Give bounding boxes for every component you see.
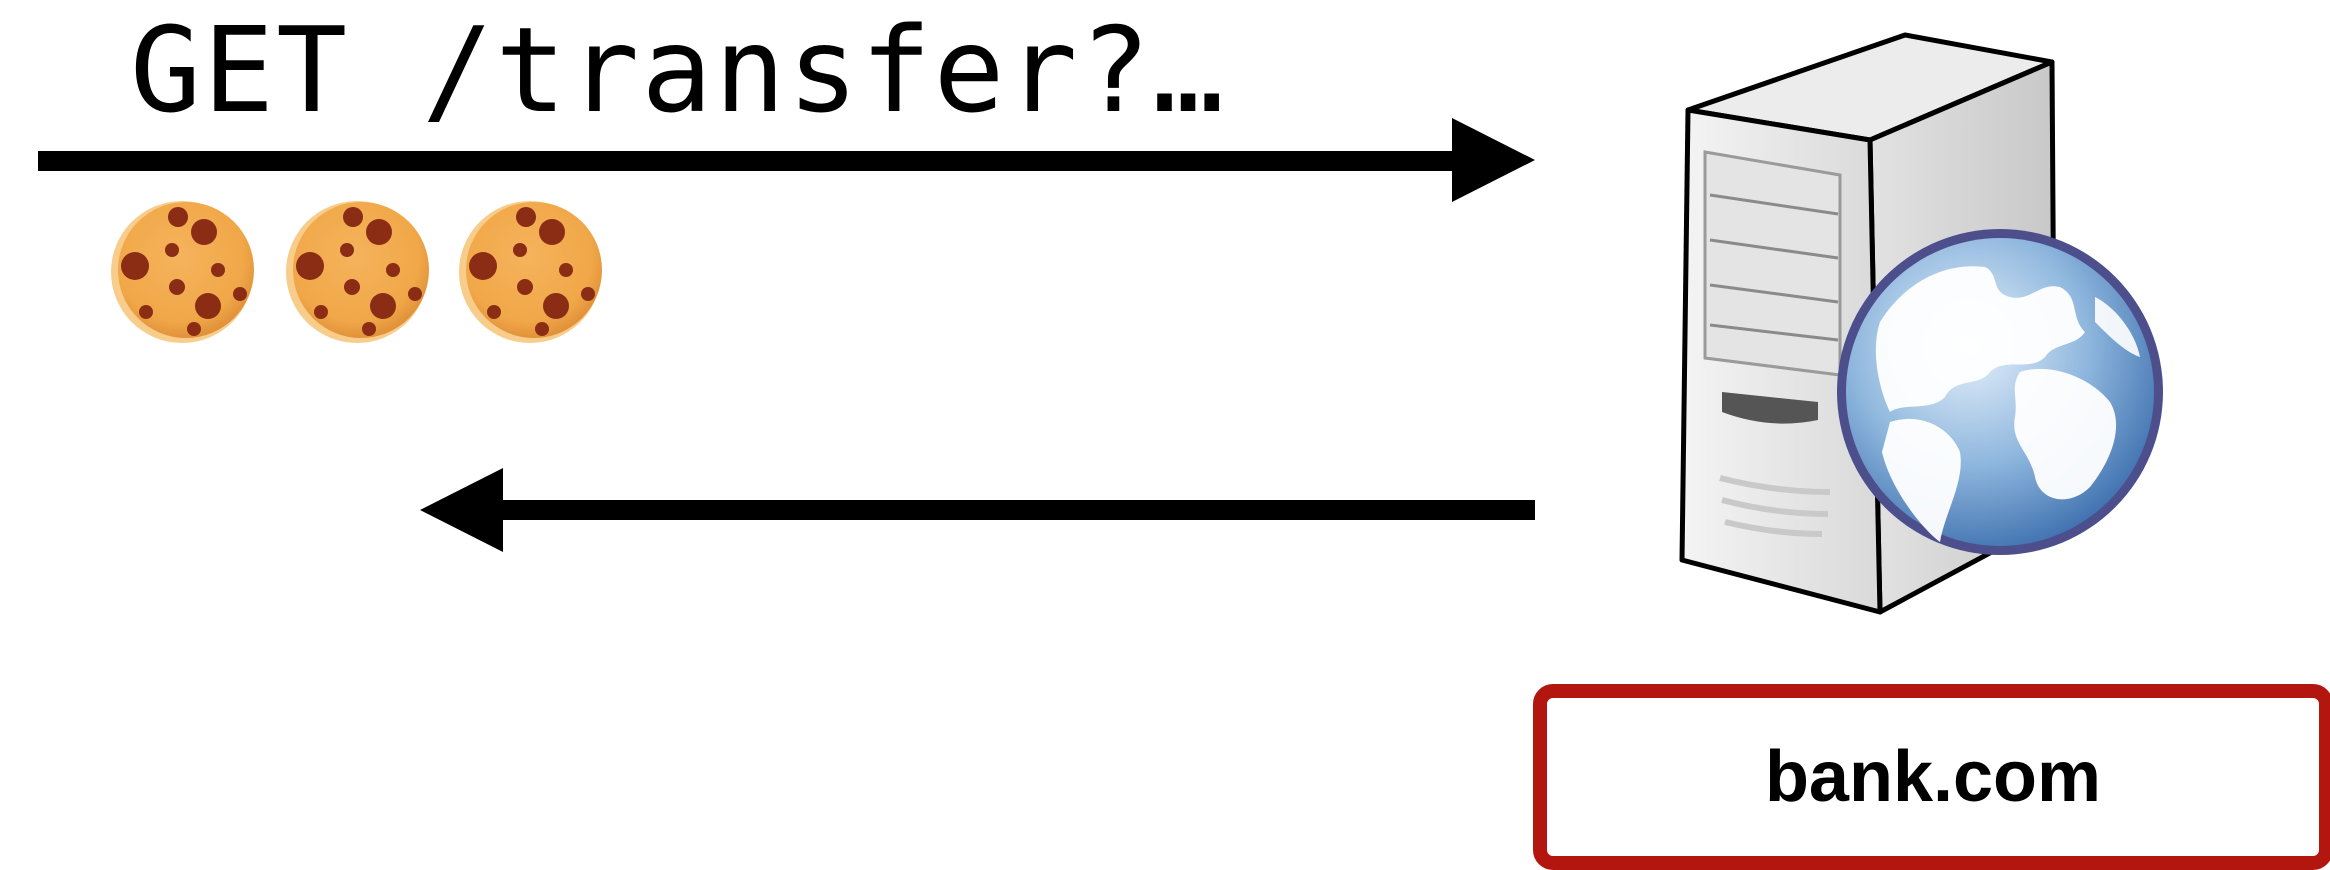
request-arrow <box>38 118 1535 202</box>
globe-icon <box>1837 229 2163 555</box>
domain-badge: bank.com <box>1533 684 2330 870</box>
cookie-icon <box>111 201 254 343</box>
domain-label: bank.com <box>1764 737 2102 817</box>
request-label: GET /transfer?… <box>130 1 1226 139</box>
cookie-icon <box>286 201 429 343</box>
cookie-icon <box>459 201 602 343</box>
response-arrow <box>420 468 1535 552</box>
